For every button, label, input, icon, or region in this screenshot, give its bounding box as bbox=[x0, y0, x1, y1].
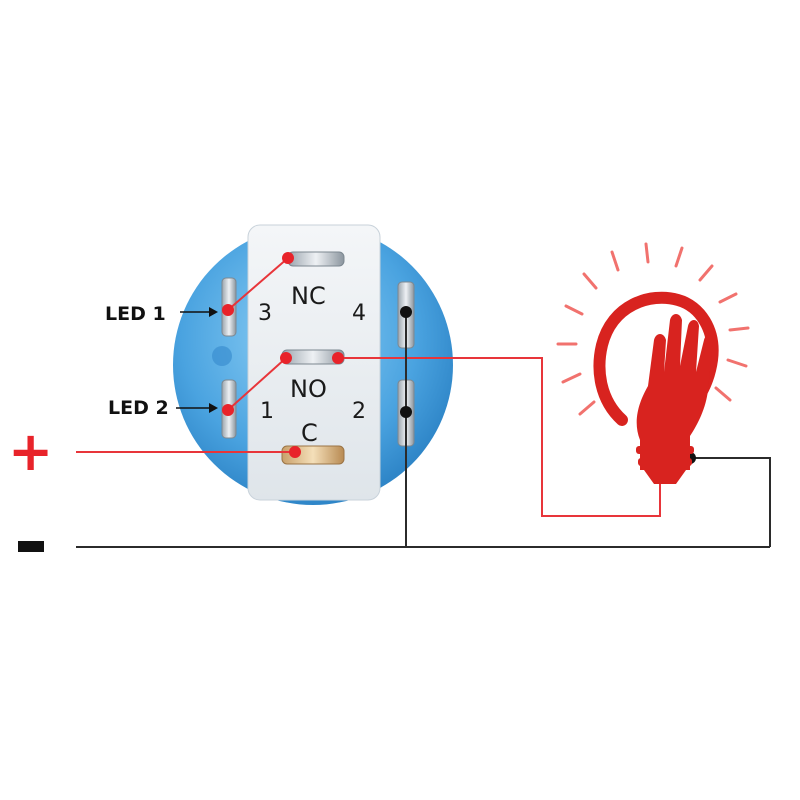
minus-label: - bbox=[0, 0, 1, 1]
pin4-dot bbox=[400, 306, 412, 318]
pin-2-label: 2 bbox=[352, 399, 366, 424]
led1-jumper-wire bbox=[227, 257, 289, 311]
nc-dot bbox=[282, 252, 294, 264]
led2-dot bbox=[222, 404, 234, 416]
led2-jumper-wire bbox=[227, 357, 287, 411]
led1-dot bbox=[222, 304, 234, 316]
pin-4-label: 4 bbox=[352, 301, 366, 326]
no-dot-right bbox=[332, 352, 344, 364]
led2-arrow-icon bbox=[209, 403, 218, 413]
led1-label: LED 1 bbox=[105, 303, 166, 325]
terminal-no-label: NO bbox=[290, 375, 327, 403]
pin-3-label: 3 bbox=[258, 301, 272, 326]
plus-label: + bbox=[8, 420, 53, 483]
led2-label: LED 2 bbox=[108, 397, 169, 419]
switch-rivet bbox=[212, 346, 232, 366]
pin2-dot bbox=[400, 406, 412, 418]
terminal-c-label: C bbox=[301, 419, 318, 447]
lamp-ground-wire bbox=[690, 457, 771, 547]
switch-back-icon: NC NO C 3 4 1 2 bbox=[173, 224, 453, 505]
terminal-nc-tab bbox=[287, 251, 345, 267]
c-dot bbox=[289, 446, 301, 458]
pin-1-label: 1 bbox=[260, 399, 274, 424]
led1-arrow-icon bbox=[209, 307, 218, 317]
no-to-lamp-wire bbox=[338, 357, 661, 517]
light-bulb-with-hand-icon bbox=[556, 242, 750, 484]
terminal-nc-label: NC bbox=[291, 282, 326, 310]
no-dot-left bbox=[280, 352, 292, 364]
minus-label-bar bbox=[18, 541, 44, 552]
